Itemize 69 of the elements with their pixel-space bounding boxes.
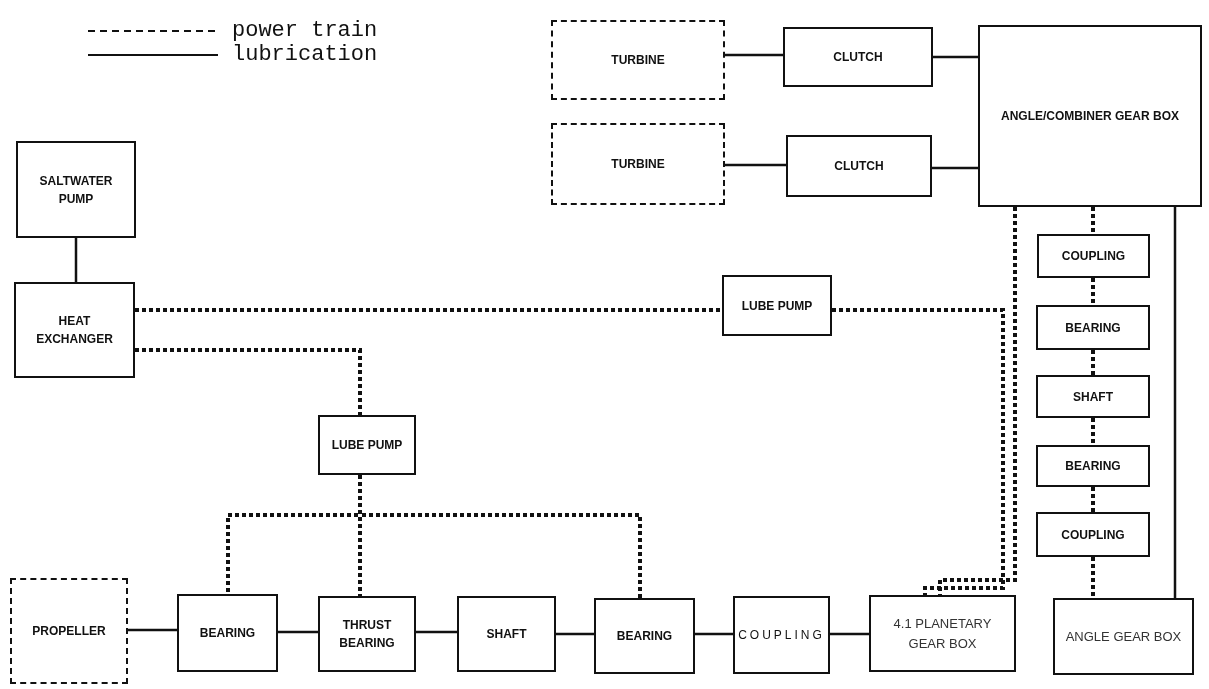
- component-box: [10, 578, 128, 684]
- component-box: [1053, 598, 1194, 675]
- component-label: LUBE PUMP: [330, 437, 404, 454]
- legend-label: lubrication: [232, 42, 378, 67]
- connector-line: [725, 53, 783, 57]
- dotted-line: [1091, 207, 1095, 234]
- component-label: BEARING: [615, 628, 674, 645]
- legend-label: power train: [232, 18, 378, 43]
- component-label: BEARING: [1064, 458, 1122, 475]
- component-box: [1036, 512, 1150, 557]
- connector-line: [695, 632, 733, 636]
- component-box: [869, 595, 1016, 672]
- dotted-line: [135, 308, 722, 312]
- connector-line: [278, 630, 318, 634]
- connector-line: [556, 632, 594, 636]
- component-label: CLUTCH: [833, 158, 885, 175]
- component-label: BEARING: [1064, 319, 1122, 337]
- connector-line: [725, 163, 786, 167]
- dotted-line: [1091, 418, 1095, 445]
- component-box: [457, 596, 556, 672]
- component-label: TURBINE: [610, 52, 666, 69]
- component-label: COUPLING: [1060, 248, 1127, 265]
- component-label: ANGLE/COMBINER GEAR BOX: [1000, 108, 1180, 125]
- dotted-line: [1091, 350, 1095, 375]
- dotted-line: [135, 348, 362, 415]
- component-label: 4.1 PLANETARY GEAR BOX: [892, 615, 993, 653]
- component-box: [978, 25, 1202, 207]
- component-box: [594, 598, 695, 674]
- component-label: ANGLE GEAR BOX: [1064, 627, 1183, 646]
- component-box: [16, 141, 136, 238]
- dotted-line: [832, 308, 1005, 595]
- component-label: LUBE PUMP: [740, 297, 814, 315]
- dotted-line: [1091, 278, 1095, 305]
- component-box: [14, 282, 135, 378]
- component-label: SHAFT: [1072, 388, 1114, 406]
- dotted-line: [358, 475, 642, 598]
- connector-line: [830, 632, 869, 636]
- connector-line: [74, 238, 78, 282]
- component-box: [318, 415, 416, 475]
- component-label: HEAT EXCHANGER: [35, 313, 114, 348]
- component-box: [1036, 305, 1150, 350]
- dotted-line: [1091, 487, 1095, 512]
- component-label: COUPLING: [1060, 526, 1126, 544]
- component-label: THRUST BEARING: [338, 617, 396, 652]
- component-label: PROPELLER: [31, 623, 107, 640]
- component-label: SALTWATER PUMP: [38, 172, 114, 208]
- component-box: [733, 596, 830, 674]
- dotted-line: [1091, 557, 1095, 598]
- component-box: [318, 596, 416, 672]
- component-label: SHAFT: [485, 626, 528, 643]
- component-box: [1037, 234, 1150, 278]
- connector-line: [1173, 207, 1177, 598]
- component-label: BEARING: [198, 625, 257, 642]
- component-box: [722, 275, 832, 336]
- component-label: COUPLING: [737, 627, 826, 644]
- connector-line: [416, 630, 457, 634]
- connector-line: [128, 628, 177, 632]
- component-label: TURBINE: [610, 156, 666, 173]
- component-box: [1036, 375, 1150, 418]
- component-box: [1036, 445, 1150, 487]
- component-box: [177, 594, 278, 672]
- connector-line: [933, 55, 978, 59]
- dotted-line: [938, 207, 1017, 595]
- connector-line: [932, 166, 978, 170]
- component-box: [786, 135, 932, 197]
- component-box: [551, 20, 725, 100]
- component-box: [783, 27, 933, 87]
- component-label: CLUTCH: [832, 49, 884, 66]
- component-box: [551, 123, 725, 205]
